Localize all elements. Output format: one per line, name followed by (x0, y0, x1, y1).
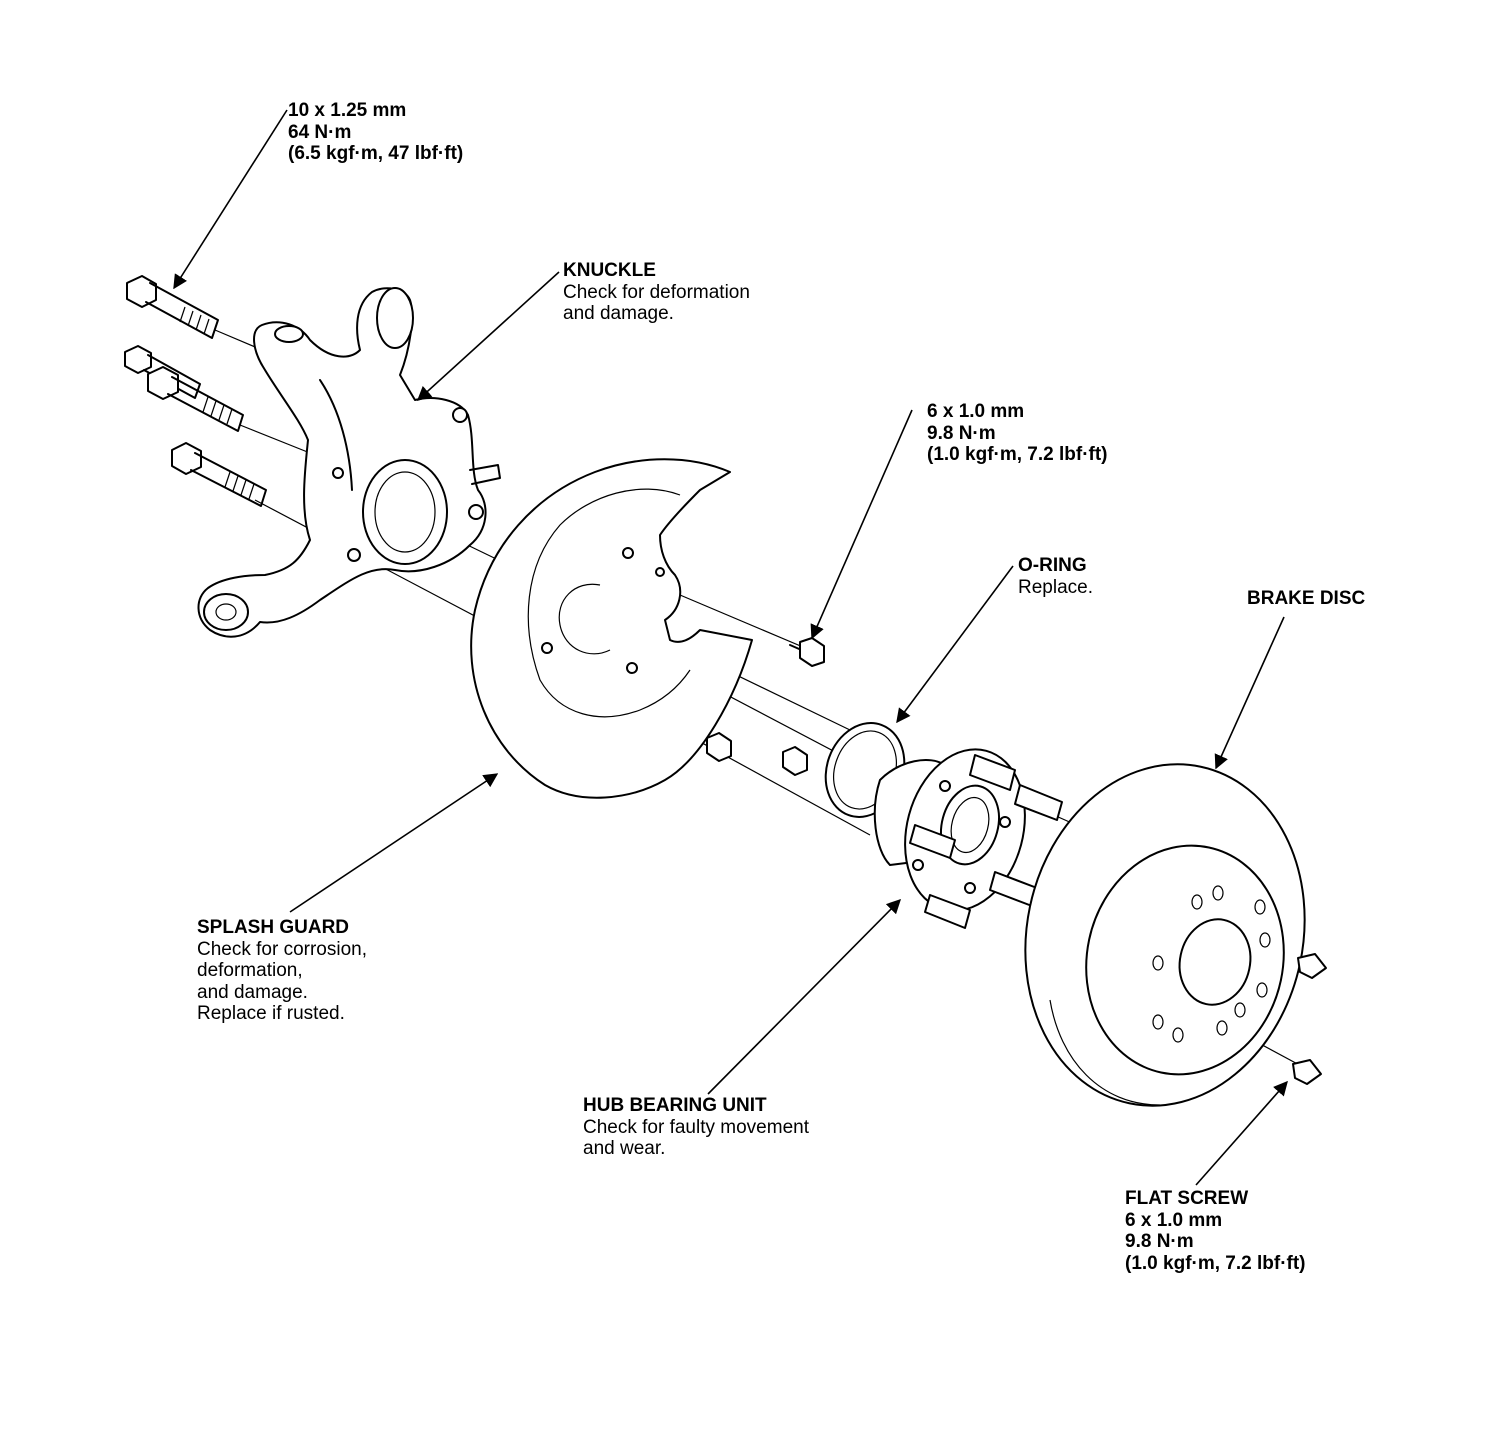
flat-screw-upper (1297, 953, 1327, 979)
knuckle-title: KNUCKLE (563, 260, 656, 281)
guard-bolt-torque: 9.8 N·m (927, 422, 996, 444)
hub-bearing-title: HUB BEARING UNIT (583, 1095, 767, 1116)
o-ring-title: O-RING (1018, 555, 1087, 576)
o-ring-callout: O-RING Replace. (1018, 555, 1093, 598)
splash-guard-note-2: deformation, (197, 960, 303, 981)
knuckle-callout: KNUCKLE Check for deformation and damage… (563, 260, 750, 325)
knuckle-bolt-upper (126, 275, 219, 339)
splash-guard-title: SPLASH GUARD (197, 917, 350, 938)
guard-bolt-left (706, 732, 732, 762)
knuckle-bolt-lower (171, 442, 267, 507)
flat-screw-lower (1292, 1059, 1322, 1085)
guard-bolt-spec: 6 x 1.0 mm 9.8 N·m (1.0 kgf·m, 7.2 lbf·f… (927, 401, 1108, 466)
knuckle-note-1: Check for deformation (563, 281, 750, 303)
splash-guard-note-4: Replace if rusted. (197, 1003, 345, 1024)
knuckle-bolt-size: 10 x 1.25 mm (288, 100, 407, 121)
flat-screw-callout: FLAT SCREW 6 x 1.0 mm 9.8 N·m (1.0 kgf·m… (1125, 1188, 1306, 1274)
o-ring-note: Replace. (1018, 576, 1093, 598)
splash-guard-callout: SPLASH GUARD Check for corrosion, deform… (197, 917, 367, 1025)
knuckle-bolt-torque: 64 N·m (288, 121, 352, 143)
brake-disc-title: BRAKE DISC (1247, 588, 1366, 609)
guard-bolt-size: 6 x 1.0 mm (927, 401, 1025, 422)
hub-bearing-unit (873, 748, 1063, 929)
splash-guard-note-1: Check for corrosion, (197, 938, 368, 960)
knuckle (197, 287, 501, 638)
hub-bearing-note-2: and wear. (583, 1138, 666, 1159)
flat-screw-title: FLAT SCREW (1125, 1188, 1249, 1209)
knuckle-bolt-middle-b (147, 366, 244, 432)
hub-bearing-note-1: Check for faulty movement (583, 1116, 809, 1138)
hub-bearing-callout: HUB BEARING UNIT Check for faulty moveme… (583, 1095, 809, 1160)
guard-bolt-torque-alt: (1.0 kgf·m, 7.2 lbf·ft) (927, 444, 1108, 465)
knuckle-note-2: and damage. (563, 303, 674, 324)
knuckle-bolt-torque-alt: (6.5 kgf·m, 47 lbf·ft) (288, 143, 464, 164)
splash-guard (470, 458, 753, 799)
guard-bolt-right (782, 746, 808, 776)
brake-disc-callout: BRAKE DISC (1247, 588, 1365, 610)
knuckle-bolt-spec: 10 x 1.25 mm 64 N·m (6.5 kgf·m, 47 lbf·f… (288, 100, 463, 165)
brake-disc (1024, 763, 1306, 1107)
guard-bolt-upper (789, 637, 825, 667)
splash-guard-note-3: and damage. (197, 981, 308, 1003)
leader-lines (173, 109, 1288, 1186)
flat-screw-torque: 9.8 N·m (1125, 1231, 1194, 1252)
flat-screw-size: 6 x 1.0 mm (1125, 1209, 1223, 1231)
flat-screw-torque-alt: (1.0 kgf·m, 7.2 lbf·ft) (1125, 1252, 1306, 1274)
